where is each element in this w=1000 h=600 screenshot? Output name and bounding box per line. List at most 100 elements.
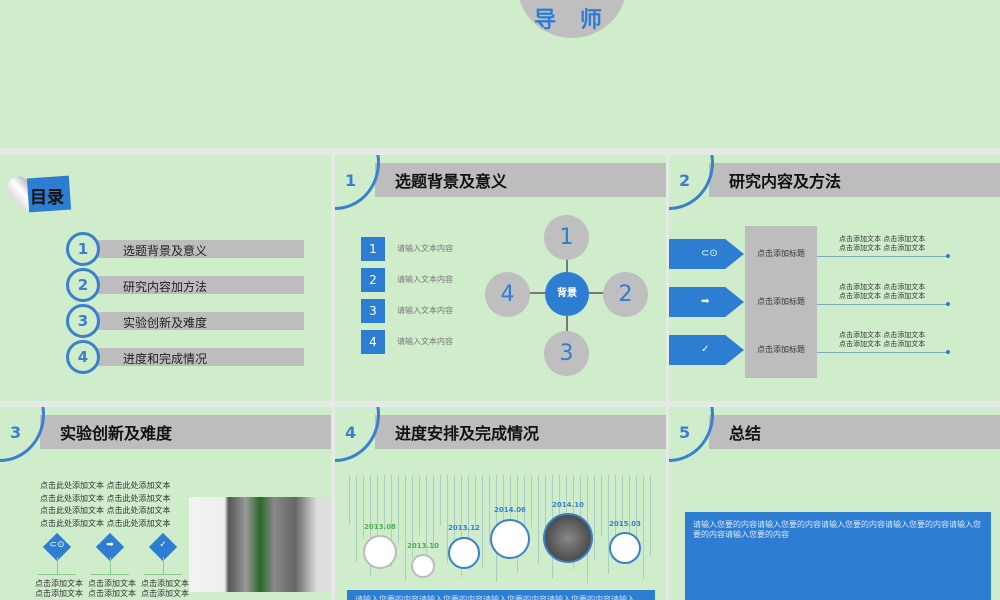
timeline-tick xyxy=(447,475,448,563)
row-heading[interactable]: 点击添加标题 xyxy=(757,249,805,258)
section-number: 4 xyxy=(345,423,357,442)
row-text[interactable]: 点击添加文本 点击添加文本点击添加文本 点击添加文本 xyxy=(839,283,926,300)
row-dot xyxy=(946,254,950,258)
row-dot xyxy=(946,302,950,306)
list-text[interactable]: 请输入文本内容 xyxy=(397,337,453,346)
diamond-text[interactable]: 点击添加文本点击添加文本 xyxy=(141,579,189,598)
milestone-image xyxy=(543,513,593,563)
timeline-tick xyxy=(615,475,616,551)
timeline-tick xyxy=(601,475,602,537)
timeline-tick xyxy=(482,475,483,568)
slide-cover[interactable]: 导 师 xyxy=(0,0,1000,148)
paragraph-line[interactable]: 点击此处添加文本 点击此处添加文本 xyxy=(40,518,171,528)
section-number: 5 xyxy=(679,423,691,442)
slide-methods[interactable]: 2 研究内容及方法 ⊂⊙ 点击添加标题 点击添加文本 点击添加文本点击添加文本 … xyxy=(669,155,1000,401)
diamond-text[interactable]: 点击添加文本点击添加文本 xyxy=(88,579,136,598)
timeline-tick xyxy=(503,475,504,559)
header-bar xyxy=(40,415,331,449)
slide-innovation[interactable]: 3 实验创新及难度 点击此处添加文本 点击此处添加文本点击此处添加文本 点击此处… xyxy=(0,407,331,600)
list-text[interactable]: 请输入文本内容 xyxy=(397,275,453,284)
toc-bar[interactable] xyxy=(98,276,304,294)
timeline-tick xyxy=(433,475,434,549)
milestone-image xyxy=(490,519,530,559)
slide-progress[interactable]: 4 进度安排及完成情况 2013.08 2013.10 2013.12 2014… xyxy=(335,407,666,600)
base-line xyxy=(144,574,182,575)
list-text[interactable]: 请输入文本内容 xyxy=(397,306,453,315)
timeline-tick xyxy=(622,475,623,528)
timeline-tick xyxy=(405,475,406,581)
toc-bar[interactable] xyxy=(98,312,304,330)
cover-title: 导 师 xyxy=(534,8,610,33)
row-heading[interactable]: 点击添加标题 xyxy=(757,297,805,306)
arrow-icon: ➡ xyxy=(701,296,710,307)
milestone-date: 2013.12 xyxy=(448,524,480,532)
timeline-tick xyxy=(461,475,462,577)
base-line xyxy=(38,574,76,575)
slide-summary[interactable]: 5 总结 请输入您要的内容请输入您要的内容请输入您要的内容请输入您要的内容请输入… xyxy=(669,407,1000,600)
diamond-text[interactable]: 点击添加文本点击添加文本 xyxy=(35,579,83,598)
header-circle xyxy=(669,407,714,462)
paragraph-line[interactable]: 点击此处添加文本 点击此处添加文本 xyxy=(40,493,171,503)
row-heading[interactable]: 点击添加标题 xyxy=(757,345,805,354)
milestone-image xyxy=(411,554,435,578)
summary-box[interactable]: 请输入您要的内容请输入您要的内容请输入您要的内容请输入您要的内容请输入您要的内容… xyxy=(685,512,991,600)
milestone-date: 2013.08 xyxy=(364,523,396,531)
slide-toc[interactable]: 目录 1 选题背景及意义 2 研究内容加方法 3 实验创新及难度 4 进度和完成… xyxy=(0,155,331,401)
toc-item-label: 选题背景及意义 xyxy=(123,244,208,258)
timeline-tick xyxy=(412,475,413,558)
list-number: 2 xyxy=(361,268,385,292)
stem xyxy=(110,557,111,575)
milestone-date: 2014.10 xyxy=(552,501,584,509)
diamond-glyph: ✓ xyxy=(159,540,167,550)
row-text[interactable]: 点击添加文本 点击添加文本点击添加文本 点击添加文本 xyxy=(839,331,926,348)
list-number: 1 xyxy=(361,237,385,261)
node-4: 4 xyxy=(485,272,530,317)
milestone-image xyxy=(609,532,641,564)
header-bar xyxy=(709,163,1000,197)
list-text[interactable]: 请输入文本内容 xyxy=(397,244,453,253)
paragraph-line[interactable]: 点击此处添加文本 点击此处添加文本 xyxy=(40,506,171,515)
header-bar xyxy=(375,163,666,197)
row-line xyxy=(817,352,947,353)
link-icon-arrow: ⊂⊙ xyxy=(669,239,744,269)
timeline-tick xyxy=(545,475,546,541)
milestone-image xyxy=(363,535,397,569)
timeline-tick xyxy=(426,475,427,572)
stem xyxy=(57,557,58,575)
row-text[interactable]: 点击添加文本 点击添加文本点击添加文本 点击添加文本 xyxy=(839,235,926,252)
section-number: 3 xyxy=(10,423,22,442)
paragraph-line[interactable]: 点击此处添加文本 点击此处添加文本 xyxy=(40,481,171,490)
header-circle xyxy=(669,155,714,210)
center-node: 背景 xyxy=(545,272,589,316)
timeline-tick xyxy=(384,475,385,530)
toc-item-label: 实验创新及难度 xyxy=(123,316,208,330)
timeline-tick xyxy=(489,475,490,545)
timeline-tick xyxy=(454,475,455,540)
toc-title: 目录 xyxy=(30,188,64,208)
check-icon-arrow: ✓ xyxy=(669,335,744,365)
node-1: 1 xyxy=(544,215,589,260)
milestone-date: 2013.10 xyxy=(407,542,439,550)
timeline-tick xyxy=(594,475,595,560)
section-number: 1 xyxy=(345,171,357,190)
timeline-tick xyxy=(531,475,532,527)
header-circle xyxy=(335,407,380,462)
timeline-tick xyxy=(643,475,644,579)
timeline-tick xyxy=(580,475,581,546)
test-tube-photo xyxy=(189,497,331,592)
milestone-image xyxy=(448,537,480,569)
timeline-tick xyxy=(475,475,476,531)
toc-bar[interactable] xyxy=(98,348,304,366)
section-title: 实验创新及难度 xyxy=(60,424,173,443)
row-dot xyxy=(946,350,950,354)
base-line xyxy=(91,574,129,575)
toc-bar[interactable] xyxy=(98,240,304,258)
timeline-tick xyxy=(419,475,420,535)
row-line xyxy=(817,256,947,257)
timeline-tick xyxy=(363,475,364,539)
timeline-tick xyxy=(538,475,539,564)
header-circle xyxy=(335,155,380,210)
stem xyxy=(163,557,164,575)
progress-text-bar: 请输入您要的内容请输入您要的内容请输入您要的内容请输入您要的内容请输入 xyxy=(347,590,655,600)
